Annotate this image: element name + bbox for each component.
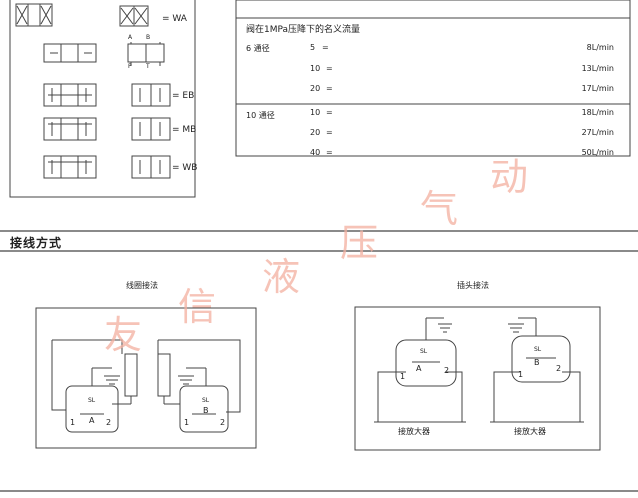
flow-group-size: 6 通径 (246, 44, 270, 53)
plug-a-label: A (416, 364, 422, 373)
plug-pin2: 2 (556, 364, 562, 373)
symbol-label-wb: = WB (172, 163, 198, 173)
solenoid-pin1: 1 (184, 418, 190, 427)
symbol-label-eb: = EB (172, 91, 195, 101)
solenoid-pin1: 1 (70, 418, 76, 427)
plug-sl-label: SL (534, 346, 542, 353)
flow-row-eq: = (326, 148, 333, 157)
left-diagram-title: 线圈接法 (126, 281, 158, 290)
flow-row-num: 20 (310, 84, 321, 93)
flow-row-value: 17L/min (581, 84, 614, 93)
port-label-t: T (146, 63, 150, 70)
port-label-p: P (128, 63, 132, 70)
amplifier-label: 接放大器 (398, 427, 430, 436)
plug-sl-label: SL (420, 348, 428, 355)
plug-pin1: 1 (400, 372, 406, 381)
flow-row-eq: = (326, 108, 333, 117)
solenoid-sl-label: SL (202, 397, 210, 404)
flow-row-value: 27L/min (581, 128, 614, 137)
flow-row-value: 13L/min (581, 64, 614, 73)
plug-b-label: B (534, 358, 540, 367)
flow-row-num: 10 (310, 64, 321, 73)
flow-row-eq: = (326, 64, 333, 73)
flow-row-value: 50L/min (581, 148, 614, 157)
solenoid-sl-label: SL (88, 397, 96, 404)
right-diagram-title: 插头接法 (457, 281, 489, 290)
flow-row-eq: = (322, 43, 329, 52)
flow-row-value: 8L/min (586, 43, 614, 52)
solenoid-a-label: A (89, 416, 95, 425)
flow-row-value: 18L/min (581, 108, 614, 117)
solenoid-b-label: B (203, 406, 209, 415)
flow-row-num: 40 (310, 148, 321, 157)
symbol-label-wa: = WA (162, 14, 187, 24)
plug-pin2: 2 (444, 366, 450, 375)
flow-row-num: 20 (310, 128, 321, 137)
amplifier-label: 接放大器 (514, 427, 546, 436)
port-label-b: B (146, 34, 151, 41)
flow-row-num: 5 (310, 43, 316, 52)
flow-row-num: 10 (310, 108, 321, 117)
flow-row-eq: = (326, 128, 333, 137)
symbol-label-mb: = MB (172, 125, 197, 135)
port-label-a: A (128, 34, 133, 41)
flow-row-eq: = (326, 84, 333, 93)
flow-group-size: 10 通径 (246, 111, 275, 120)
section-title: 接线方式 (10, 236, 63, 250)
flow-table-title: 阀在1MPa压降下的名义流量 (246, 25, 361, 35)
plug-pin1: 1 (518, 370, 524, 379)
solenoid-pin2: 2 (220, 418, 226, 427)
solenoid-pin2: 2 (106, 418, 112, 427)
